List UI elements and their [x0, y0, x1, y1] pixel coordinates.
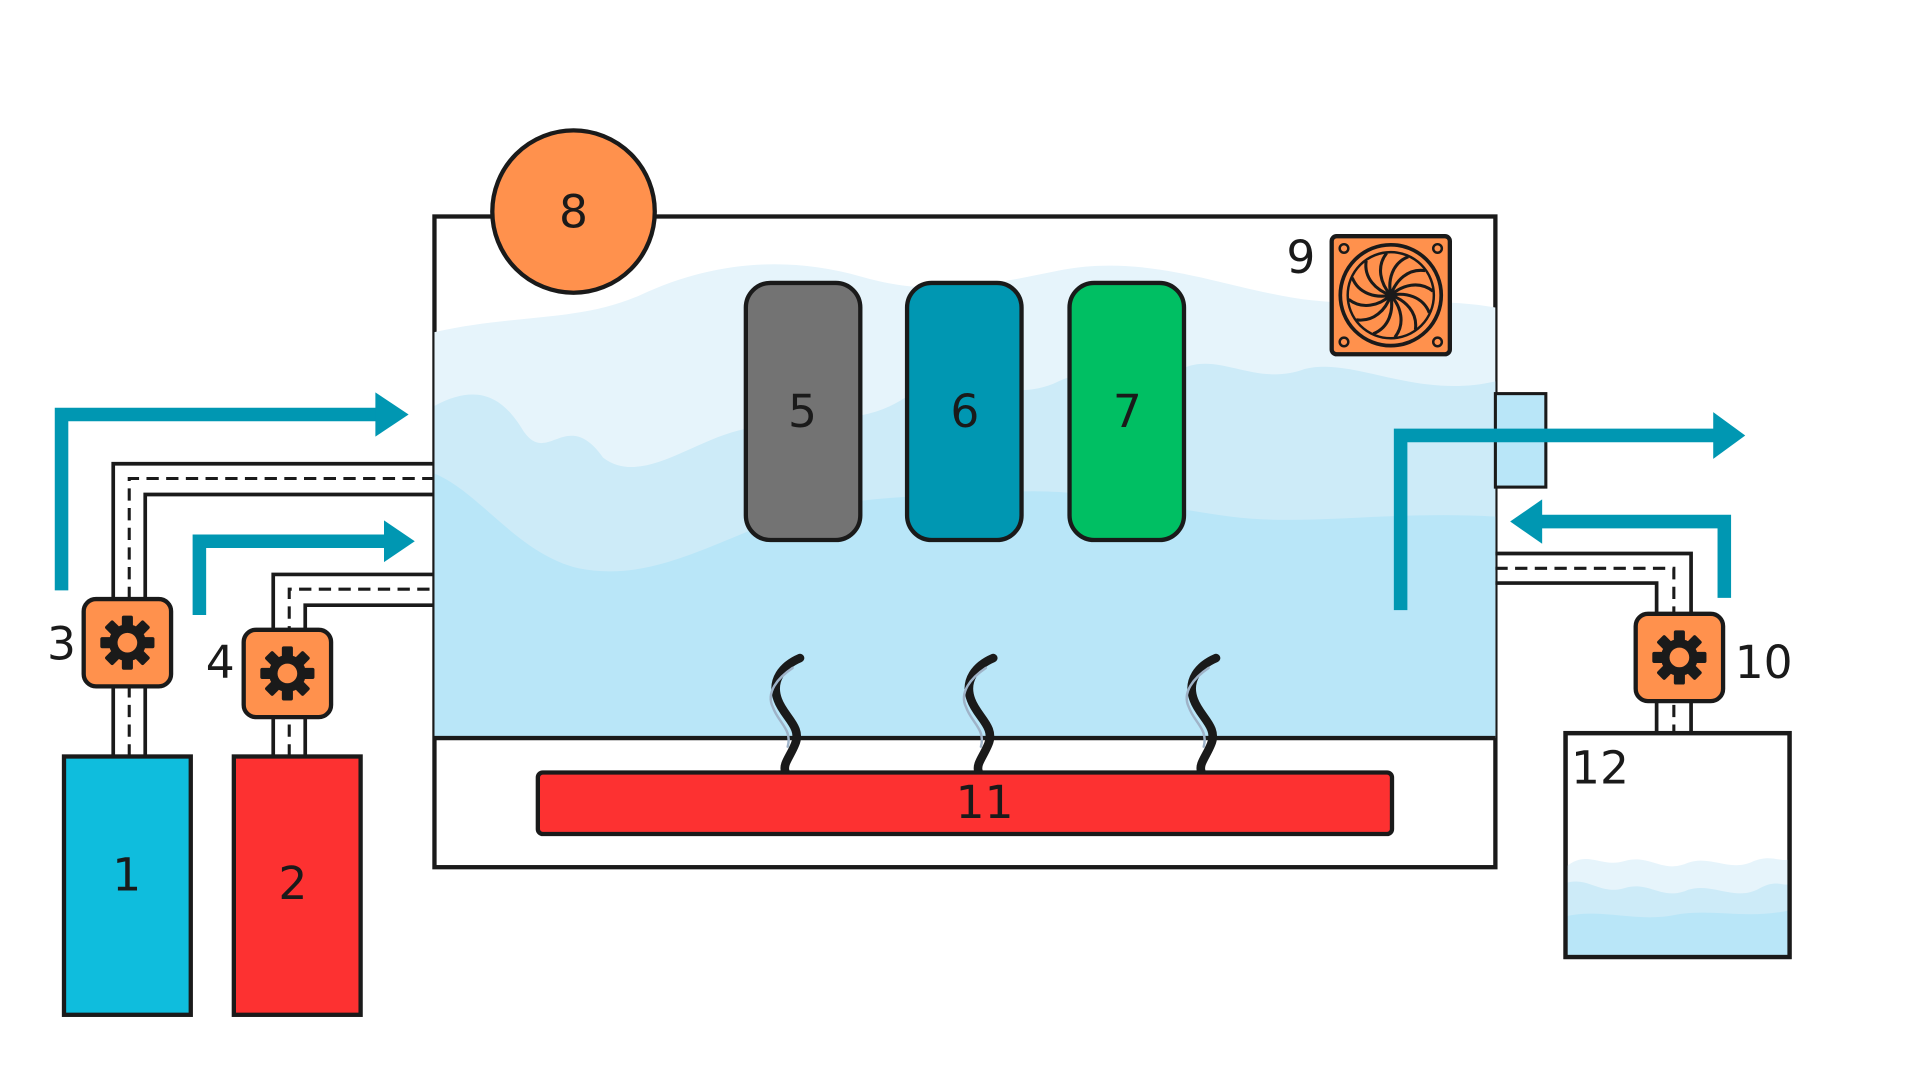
inlet-flow-arrow-2 [192, 520, 415, 616]
cartridge-7: 7 [1067, 280, 1187, 543]
gear-icon [260, 646, 315, 701]
component-8-label: 8 [559, 186, 588, 239]
gear-icon [100, 615, 155, 670]
cartridge-6-label: 6 [950, 385, 979, 438]
tank-2-label: 2 [278, 857, 307, 910]
heater-11-label: 11 [956, 776, 1014, 829]
fan-icon [1338, 242, 1444, 348]
cartridge-5-label: 5 [788, 385, 817, 438]
tank-1: 1 [61, 754, 193, 1017]
component-8-circle: 8 [490, 128, 657, 295]
tank-1-label: 1 [112, 849, 141, 902]
pump-10-label: 10 [1735, 636, 1793, 689]
pump-3-label: 3 [47, 617, 76, 670]
reservoir-12-label: 12 [1571, 742, 1629, 795]
fan-9-label: 9 [1286, 231, 1315, 284]
return-flow-arrow [1510, 499, 1732, 598]
heater-11: 11 [535, 770, 1395, 837]
fan-9: 9 [1286, 231, 1453, 357]
reservoir-12: 12 [1563, 730, 1792, 960]
outlet-flow-arrow [1393, 412, 1746, 611]
reservoir-liquid [1565, 858, 1790, 957]
pump-10: 10 [1633, 611, 1793, 704]
pump-4: 4 [206, 627, 334, 720]
cartridge-7-label: 7 [1113, 385, 1142, 438]
cartridge-6: 6 [904, 280, 1024, 543]
pump-4-label: 4 [206, 636, 235, 689]
tank-2: 2 [231, 754, 363, 1017]
cartridge-5: 5 [743, 280, 863, 543]
gear-icon [1652, 630, 1707, 685]
pump-3: 3 [47, 596, 174, 689]
inlet-flow-arrow-1 [54, 392, 409, 591]
